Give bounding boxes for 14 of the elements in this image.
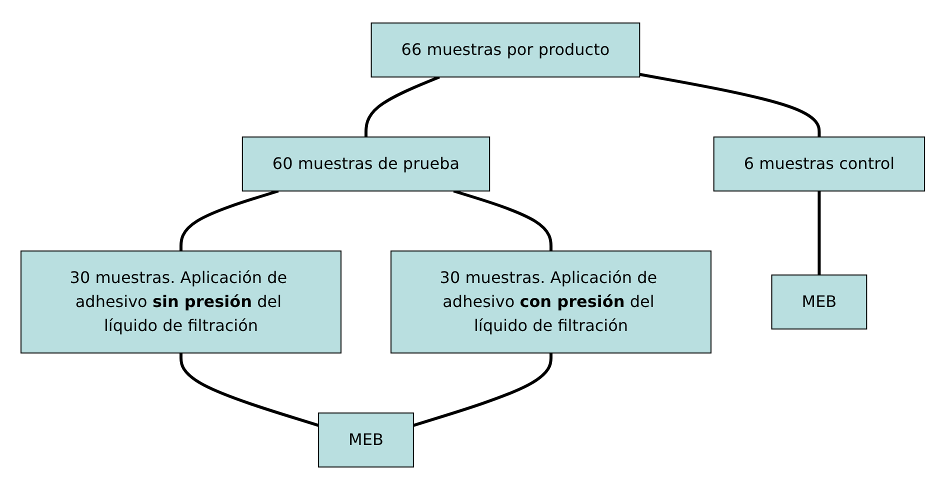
connector (639, 72, 820, 137)
connector (364, 76, 440, 137)
node-box: MEB (770, 274, 867, 330)
node-box: MEB (318, 412, 414, 468)
connector (452, 190, 552, 251)
node-box: 30 muestras. Aplicación de adhesivo sin presión del líquido de filtración (20, 250, 342, 354)
node-box: 60 muestras de prueba (242, 136, 490, 192)
connector (412, 353, 552, 427)
connector (179, 353, 319, 427)
node-box: 66 muestras por producto (370, 22, 640, 78)
connector (817, 191, 820, 275)
node-box: 6 muestras control (713, 136, 925, 192)
node-box: 30 muestras. Aplicación de adhesivo con presión del líquido de filtración (390, 250, 712, 354)
connector (179, 190, 279, 251)
